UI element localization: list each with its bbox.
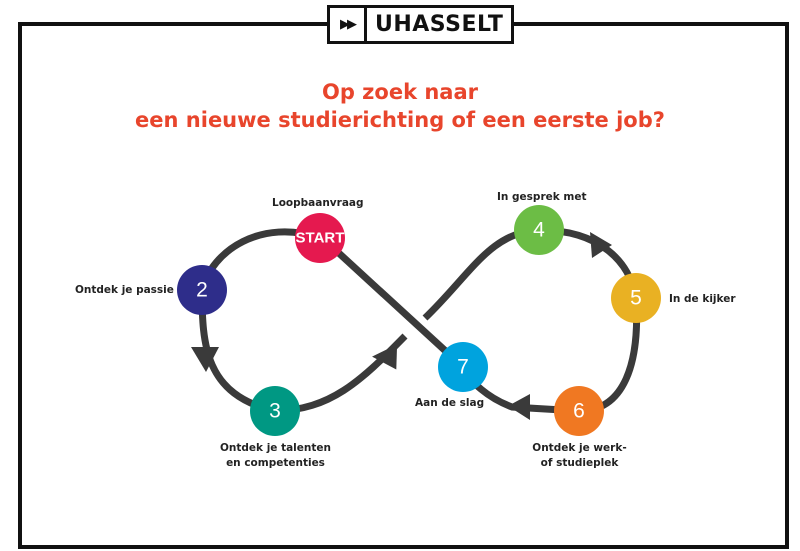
path-7-to-start [327,242,466,370]
step-4-circle [514,205,564,255]
arrow-left-icon [508,394,530,420]
step-7-number: 7 [457,356,469,379]
title-line-1: Op zoek naar [321,80,478,104]
fast-forward-icon: ▶▶ [330,8,367,41]
step-6-circle [554,386,604,436]
arrow-down-icon [191,347,219,372]
uhasselt-logo: ▶▶ UHASSELT [327,5,515,44]
step-2-circle [177,265,227,315]
step-3-number: 3 [269,400,281,423]
step-7-circle [438,342,488,392]
step-6-label: Ontdek je werk- of studieplek [532,442,627,469]
step-2-label: Ontdek je passie [75,284,174,296]
step-6-number: 6 [573,400,585,423]
logo-text: UHASSELT [375,12,504,37]
step-3-circle [250,386,300,436]
arrow-right-icon [590,232,612,258]
step-5-circle [611,273,661,323]
step-3-label: Ontdek je talenten en competenties [220,442,331,469]
step-start-label: Loopbaanvraag [272,197,364,209]
step-5-label: In de kijker [669,293,736,305]
step-7-label: Aan de slag [415,397,485,409]
arrow-up-right-icon [372,344,398,370]
step-2-number: 2 [196,279,208,302]
step-5-number: 5 [630,287,642,310]
title-line-2: een nieuwe studierichting of een eerste … [135,108,665,132]
step-4-label: In gesprek met [497,191,587,203]
step-4-number: 4 [533,219,545,242]
step-start-circle [295,213,345,263]
step-start-number: START [296,230,345,247]
